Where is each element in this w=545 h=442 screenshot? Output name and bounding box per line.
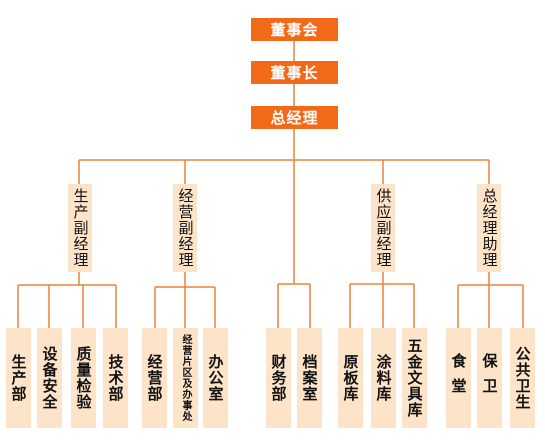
finance-dept-box: 财务部 (266, 328, 291, 428)
hardware-stationery-label: 五金文具库 (405, 338, 424, 418)
hardware-stationery-box: 五金文具库 (402, 328, 427, 428)
board-box: 董事会 (251, 18, 338, 41)
equipment-safety-box: 设备安全 (37, 328, 62, 428)
production-dept-box: 生产部 (6, 328, 31, 428)
supply-deputy-box: 供应副经理 (371, 184, 395, 272)
supply-deputy-label: 供应副经理 (374, 188, 393, 268)
public-health-label: 公共卫生 (513, 346, 532, 410)
public-health-box: 公共卫生 (510, 328, 535, 428)
security-box: 保卫 (477, 328, 502, 428)
production-deputy-label: 生产副经理 (71, 188, 90, 268)
district-offices-box: 经营片区及办事处 (173, 328, 198, 428)
production-deputy-box: 生产副经理 (68, 184, 92, 272)
technology-dept-box: 技术部 (103, 328, 128, 428)
raw-materials-label: 原板库 (341, 354, 360, 402)
archives-label: 档案室 (300, 354, 319, 402)
gm-assistant-label: 总经理助理 (480, 188, 499, 268)
finance-dept-label: 财务部 (269, 354, 288, 402)
canteen-box: 食堂 (446, 328, 471, 428)
operations-dept-box: 经营部 (142, 328, 167, 428)
equipment-safety-label: 设备安全 (40, 346, 59, 410)
canteen-label: 食堂 (449, 353, 468, 403)
coating-materials-box: 涂料库 (371, 328, 396, 428)
chairman-box: 董事长 (251, 61, 338, 84)
security-label: 保卫 (480, 353, 499, 403)
coating-materials-label: 涂料库 (374, 354, 393, 402)
archives-box: 档案室 (297, 328, 322, 428)
office-box: 办公室 (203, 328, 228, 428)
technology-dept-label: 技术部 (106, 354, 125, 402)
gm-assistant-box: 总经理助理 (477, 184, 501, 272)
district-offices-label: 经营片区及办事处 (180, 334, 191, 422)
quality-inspection-box: 质量检验 (71, 328, 96, 428)
operations-deputy-label: 经营副经理 (176, 188, 195, 268)
production-dept-label: 生产部 (9, 354, 28, 402)
quality-inspection-label: 质量检验 (74, 346, 93, 410)
operations-deputy-box: 经营副经理 (173, 184, 197, 272)
raw-materials-box: 原板库 (338, 328, 363, 428)
office-label: 办公室 (206, 354, 225, 402)
operations-dept-label: 经营部 (145, 354, 164, 402)
general-manager-box: 总经理 (251, 106, 338, 129)
